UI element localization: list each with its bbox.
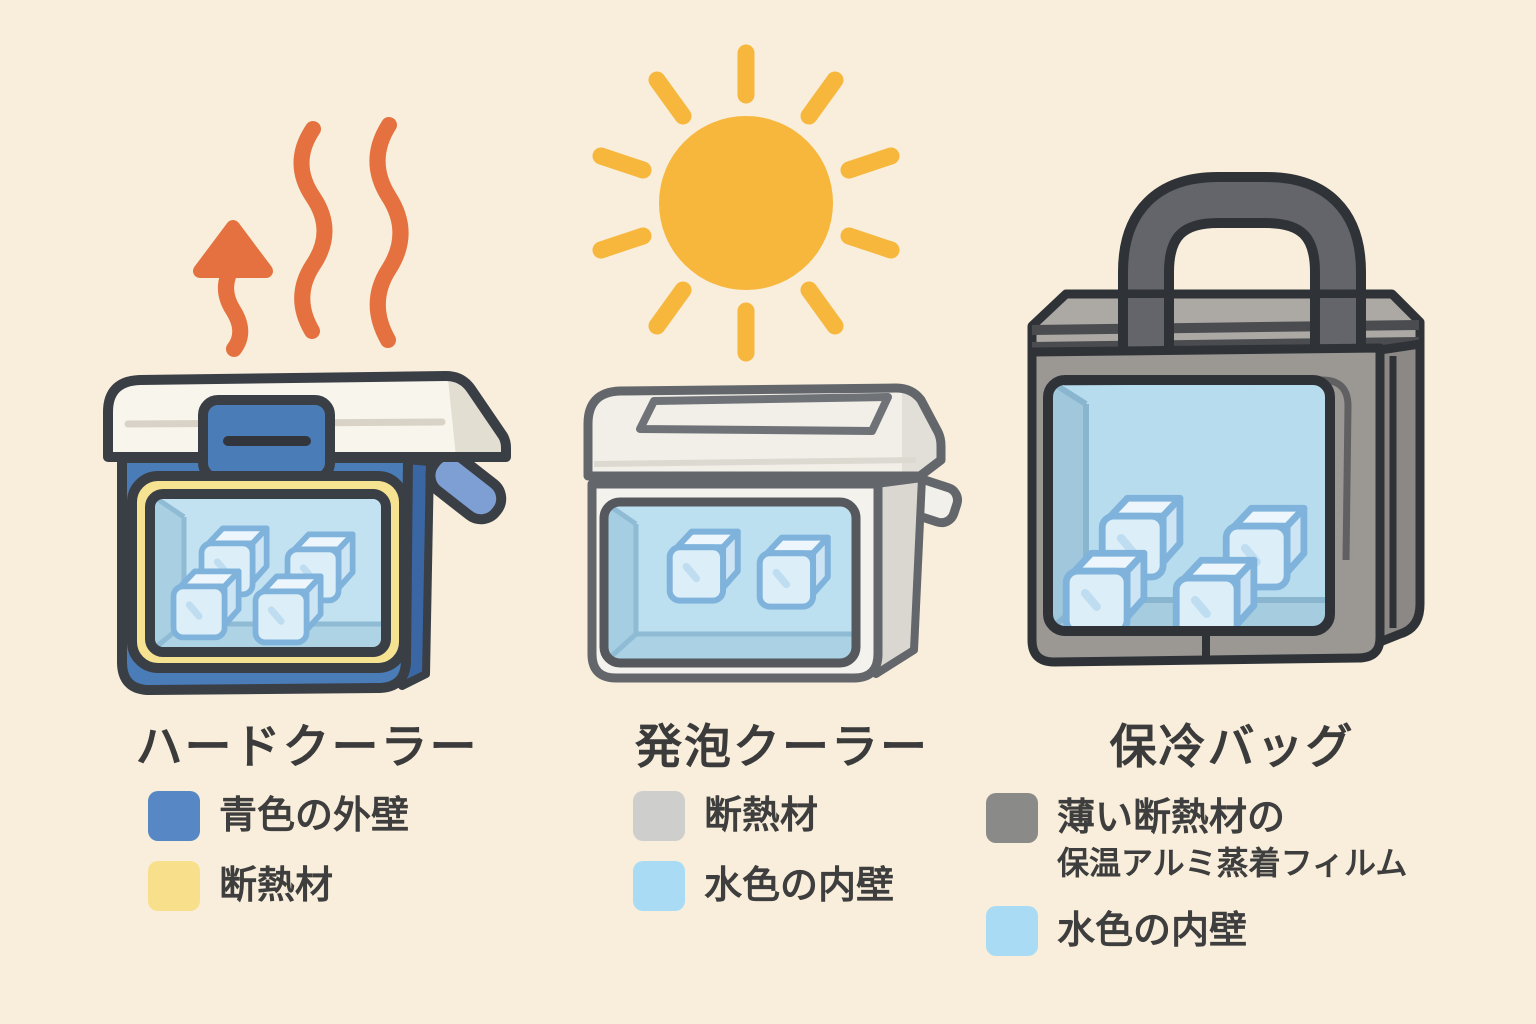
hard-cooler-illustration: [103, 371, 511, 695]
legend-swatch-inner-wall: [633, 861, 685, 911]
sun-icon: [592, 44, 900, 362]
cooler-bag-window: [1043, 375, 1352, 636]
legend-row: 水色の内壁: [986, 906, 1247, 956]
hard-cooler-latch: [198, 395, 335, 483]
legend-label-line1: 薄い断熱材の: [1057, 797, 1286, 839]
legend-label-line2: 保温アルミ蒸着フィルム: [1057, 845, 1408, 881]
section-title-hard-cooler: ハードクーラー: [135, 720, 479, 773]
legend-swatch-blue-wall: [148, 791, 200, 841]
legend-swatch-aluminum-film: [986, 793, 1038, 843]
cooler-bag-handle: [1118, 172, 1366, 354]
legend-swatch-insulation: [633, 791, 685, 841]
legend-row: 青色の外壁: [148, 791, 409, 841]
heat-waves-icon: [193, 117, 409, 357]
legend-label: 水色の内壁: [1057, 910, 1248, 952]
foam-cooler-window: [599, 497, 861, 668]
legend-row: 断熱材: [148, 861, 333, 911]
legend-row: 薄い断熱材の 保温アルミ蒸着フィルム: [986, 793, 1407, 883]
legend-label: 断熱材: [704, 795, 819, 837]
foam-cooler-illustration: [583, 383, 962, 683]
hard-cooler-window: [145, 489, 391, 657]
legend-row: 水色の内壁: [633, 861, 894, 911]
legend-label: 薄い断熱材の 保温アルミ蒸着フィルム: [1057, 793, 1407, 883]
legend-swatch-inner-wall: [986, 906, 1038, 956]
foam-cooler-lid: [583, 383, 946, 481]
legend-label: 青色の外壁: [219, 795, 410, 837]
section-title-foam-cooler: 発泡クーラー: [635, 720, 929, 773]
legend-row: 断熱材: [633, 791, 818, 841]
hard-cooler-handle: [425, 450, 507, 525]
legend-label: 水色の内壁: [704, 865, 895, 907]
legend-swatch-insulation: [148, 861, 200, 911]
legend-label: 断熱材: [219, 865, 334, 907]
foam-cooler-lid-recess: [636, 393, 892, 435]
section-title-cooler-bag: 保冷バッグ: [1109, 720, 1355, 773]
cooler-bag-illustration: [1027, 172, 1425, 667]
